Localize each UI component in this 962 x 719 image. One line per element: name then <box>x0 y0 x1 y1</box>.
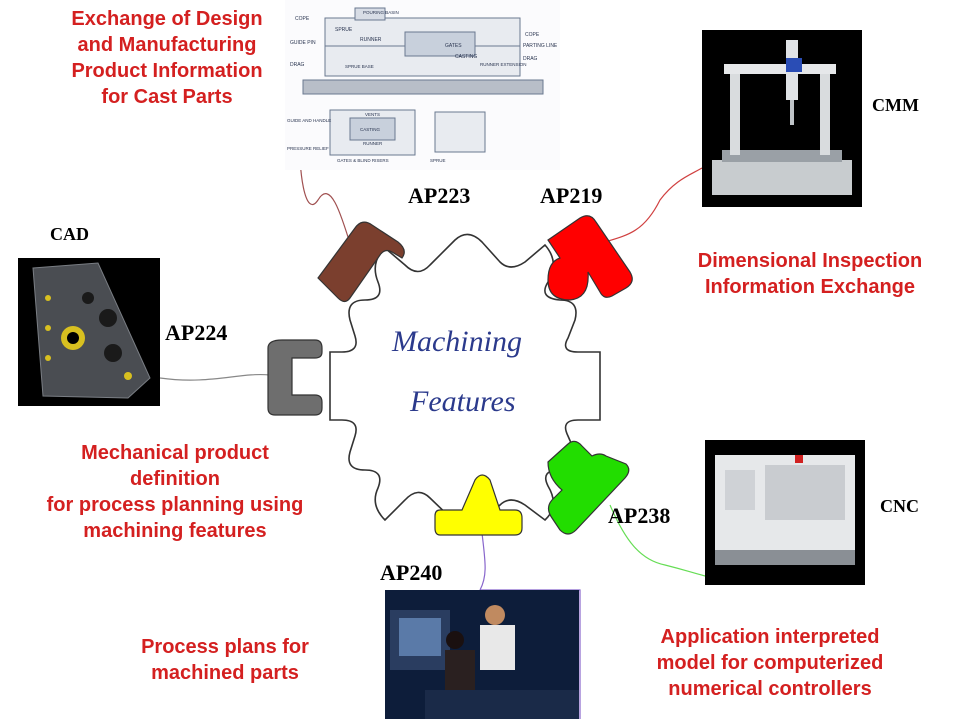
ap219-desc-line: Dimensional Inspection <box>697 250 923 272</box>
center-title-line2: Features <box>410 385 516 418</box>
ap240-label: AP240 <box>380 560 443 585</box>
cad-drawing <box>32 262 151 399</box>
casting-label: SPRUE <box>430 158 446 163</box>
casting-label: RUNNER <box>360 37 382 43</box>
casting-mold-diagram: COPE POURING BASIN GUIDE PIN SPRUE RUNNE… <box>285 0 560 170</box>
ap219-description: Dimensional Inspection Information Excha… <box>660 248 960 300</box>
casting-label: VENTS <box>365 112 380 117</box>
ap224-description: Mechanical product definition for proces… <box>0 440 350 544</box>
center-title-line1: Machining <box>392 325 522 358</box>
casting-label: RUNNER <box>363 141 383 146</box>
ap240-description: Process plans for machined parts <box>105 634 345 686</box>
puzzle-piece-ap219 <box>547 215 633 301</box>
ap223-desc-line: Product Information <box>71 60 263 82</box>
cnc-label: CNC <box>880 496 919 516</box>
process-planning-photo <box>385 590 579 719</box>
casting-label: GATES & BLIND RISERS <box>337 158 389 163</box>
cmm-drawing <box>712 40 852 195</box>
casting-label: PRESSURE RELIEF <box>287 146 329 151</box>
ap223-description: Exchange of Design and Manufacturing Pro… <box>22 6 312 110</box>
cmm-label: CMM <box>872 95 919 115</box>
ap224-desc-line: definition <box>130 468 220 490</box>
casting-label: GUIDE PIN <box>290 40 316 46</box>
casting-mold-drawing: COPE POURING BASIN GUIDE PIN SPRUE RUNNE… <box>287 7 558 163</box>
ap238-description: Application interpreted model for comput… <box>620 624 920 702</box>
connector-ap238 <box>609 504 706 577</box>
cnc-machine-image <box>705 440 865 585</box>
connector-ap240 <box>479 532 486 591</box>
casting-label: DRAG <box>523 56 538 62</box>
casting-label: PARTING LINE <box>523 43 558 49</box>
cad-model-image <box>18 258 160 406</box>
casting-label: COPE <box>525 32 540 38</box>
casting-label: COPE <box>295 16 310 22</box>
casting-label: GUIDE AND HANDLE <box>287 118 331 123</box>
ap219-label: AP219 <box>540 183 603 208</box>
ap224-label: AP224 <box>165 320 228 345</box>
puzzle-piece-ap240 <box>434 474 523 536</box>
ap224-desc-line: machining features <box>83 520 267 542</box>
ap238-desc-line: Application interpreted <box>660 626 880 648</box>
puzzle-piece-ap223 <box>317 221 405 303</box>
casting-label: CASTING <box>360 127 381 132</box>
ap224-desc-line: for process planning using <box>46 494 304 516</box>
ap224-desc-line: Mechanical product <box>81 442 269 464</box>
puzzle-piece-ap224 <box>267 339 323 416</box>
ap240-desc-line: Process plans for <box>141 636 309 658</box>
ap223-label: AP223 <box>408 183 471 208</box>
machining-features-piece <box>329 233 601 530</box>
ap240-desc-line: machined parts <box>151 662 299 684</box>
ap238-label: AP238 <box>608 503 671 528</box>
puzzle-piece-ap238 <box>547 440 630 535</box>
ap223-desc-line: Exchange of Design <box>71 8 263 30</box>
casting-label: POURING BASIN <box>363 10 399 15</box>
cmm-machine-image <box>702 30 862 207</box>
ap238-desc-line: model for computerized <box>656 652 884 674</box>
ap238-desc-line: numerical controllers <box>668 678 872 700</box>
casting-label: DRAG <box>290 62 305 68</box>
connector-ap224 <box>159 373 271 381</box>
casting-label: GATES <box>445 43 462 49</box>
cad-label: CAD <box>50 224 89 244</box>
casting-label: SPRUE BASE <box>345 64 374 69</box>
casting-label: RUNNER EXTENSION <box>480 62 527 67</box>
ap223-desc-line: and Manufacturing <box>77 34 257 56</box>
casting-label: SPRUE <box>335 27 353 33</box>
ap219-desc-line: Information Exchange <box>704 276 916 298</box>
casting-label: CASTING <box>455 54 477 60</box>
office-drawing <box>385 590 579 719</box>
cnc-drawing <box>715 455 855 565</box>
ap223-desc-line: for Cast Parts <box>101 86 233 108</box>
